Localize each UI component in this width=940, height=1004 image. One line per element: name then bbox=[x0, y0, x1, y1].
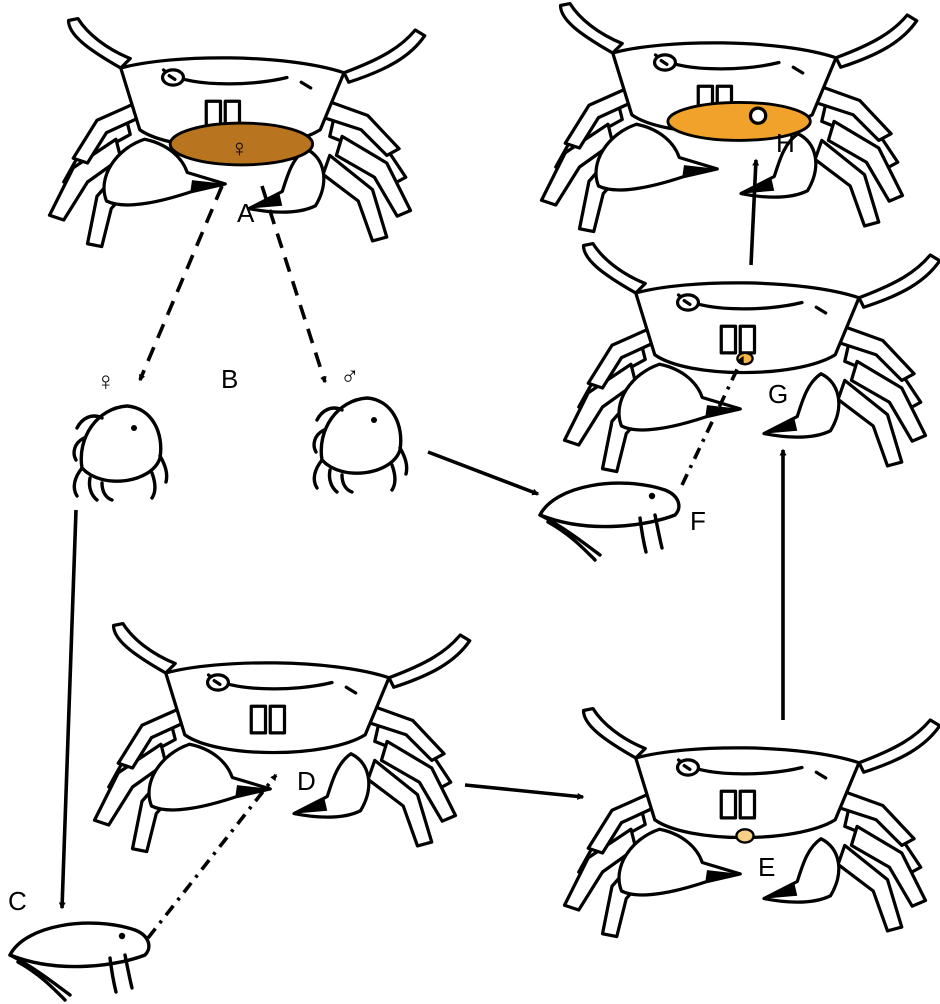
infection-mass-h-spot bbox=[751, 108, 766, 123]
crab-d-host bbox=[94, 624, 469, 852]
label-d: D bbox=[297, 766, 316, 796]
label-a: A bbox=[237, 198, 255, 228]
label-g: G bbox=[768, 379, 788, 409]
isopod-larva-c bbox=[10, 923, 149, 1000]
arrow-female-to-c bbox=[62, 510, 76, 908]
manca-icon bbox=[74, 406, 167, 500]
crab-g-infected bbox=[565, 244, 940, 472]
crab-icon bbox=[94, 624, 469, 852]
arrow-d-to-e bbox=[465, 785, 583, 797]
isopod-larva-f bbox=[540, 483, 679, 560]
label-h: H bbox=[776, 128, 795, 158]
manca-female bbox=[74, 406, 167, 500]
isopod-larva-icon bbox=[540, 483, 679, 560]
female-symbol-icon: ♀ bbox=[96, 366, 116, 396]
female-parasite-symbol-a: ♀ bbox=[230, 135, 249, 162]
isopod-larva-icon bbox=[10, 923, 149, 1000]
arrow-g-to-h bbox=[751, 160, 756, 265]
arrow-male-to-f bbox=[428, 452, 538, 494]
label-b: B bbox=[221, 364, 238, 394]
crab-e-infected bbox=[565, 709, 940, 937]
crab-h-mature-infection bbox=[542, 4, 917, 232]
crab-icon bbox=[565, 709, 940, 937]
label-e: E bbox=[758, 852, 775, 882]
arrow-a-to-male bbox=[262, 186, 325, 382]
label-c: C bbox=[8, 886, 27, 916]
infection-spot-e bbox=[736, 829, 753, 842]
arrow-a-to-female bbox=[140, 186, 222, 380]
manca-icon bbox=[314, 398, 407, 492]
male-symbol-icon: ♂ bbox=[340, 361, 360, 391]
manca-male bbox=[314, 398, 407, 492]
label-f: F bbox=[690, 506, 706, 536]
